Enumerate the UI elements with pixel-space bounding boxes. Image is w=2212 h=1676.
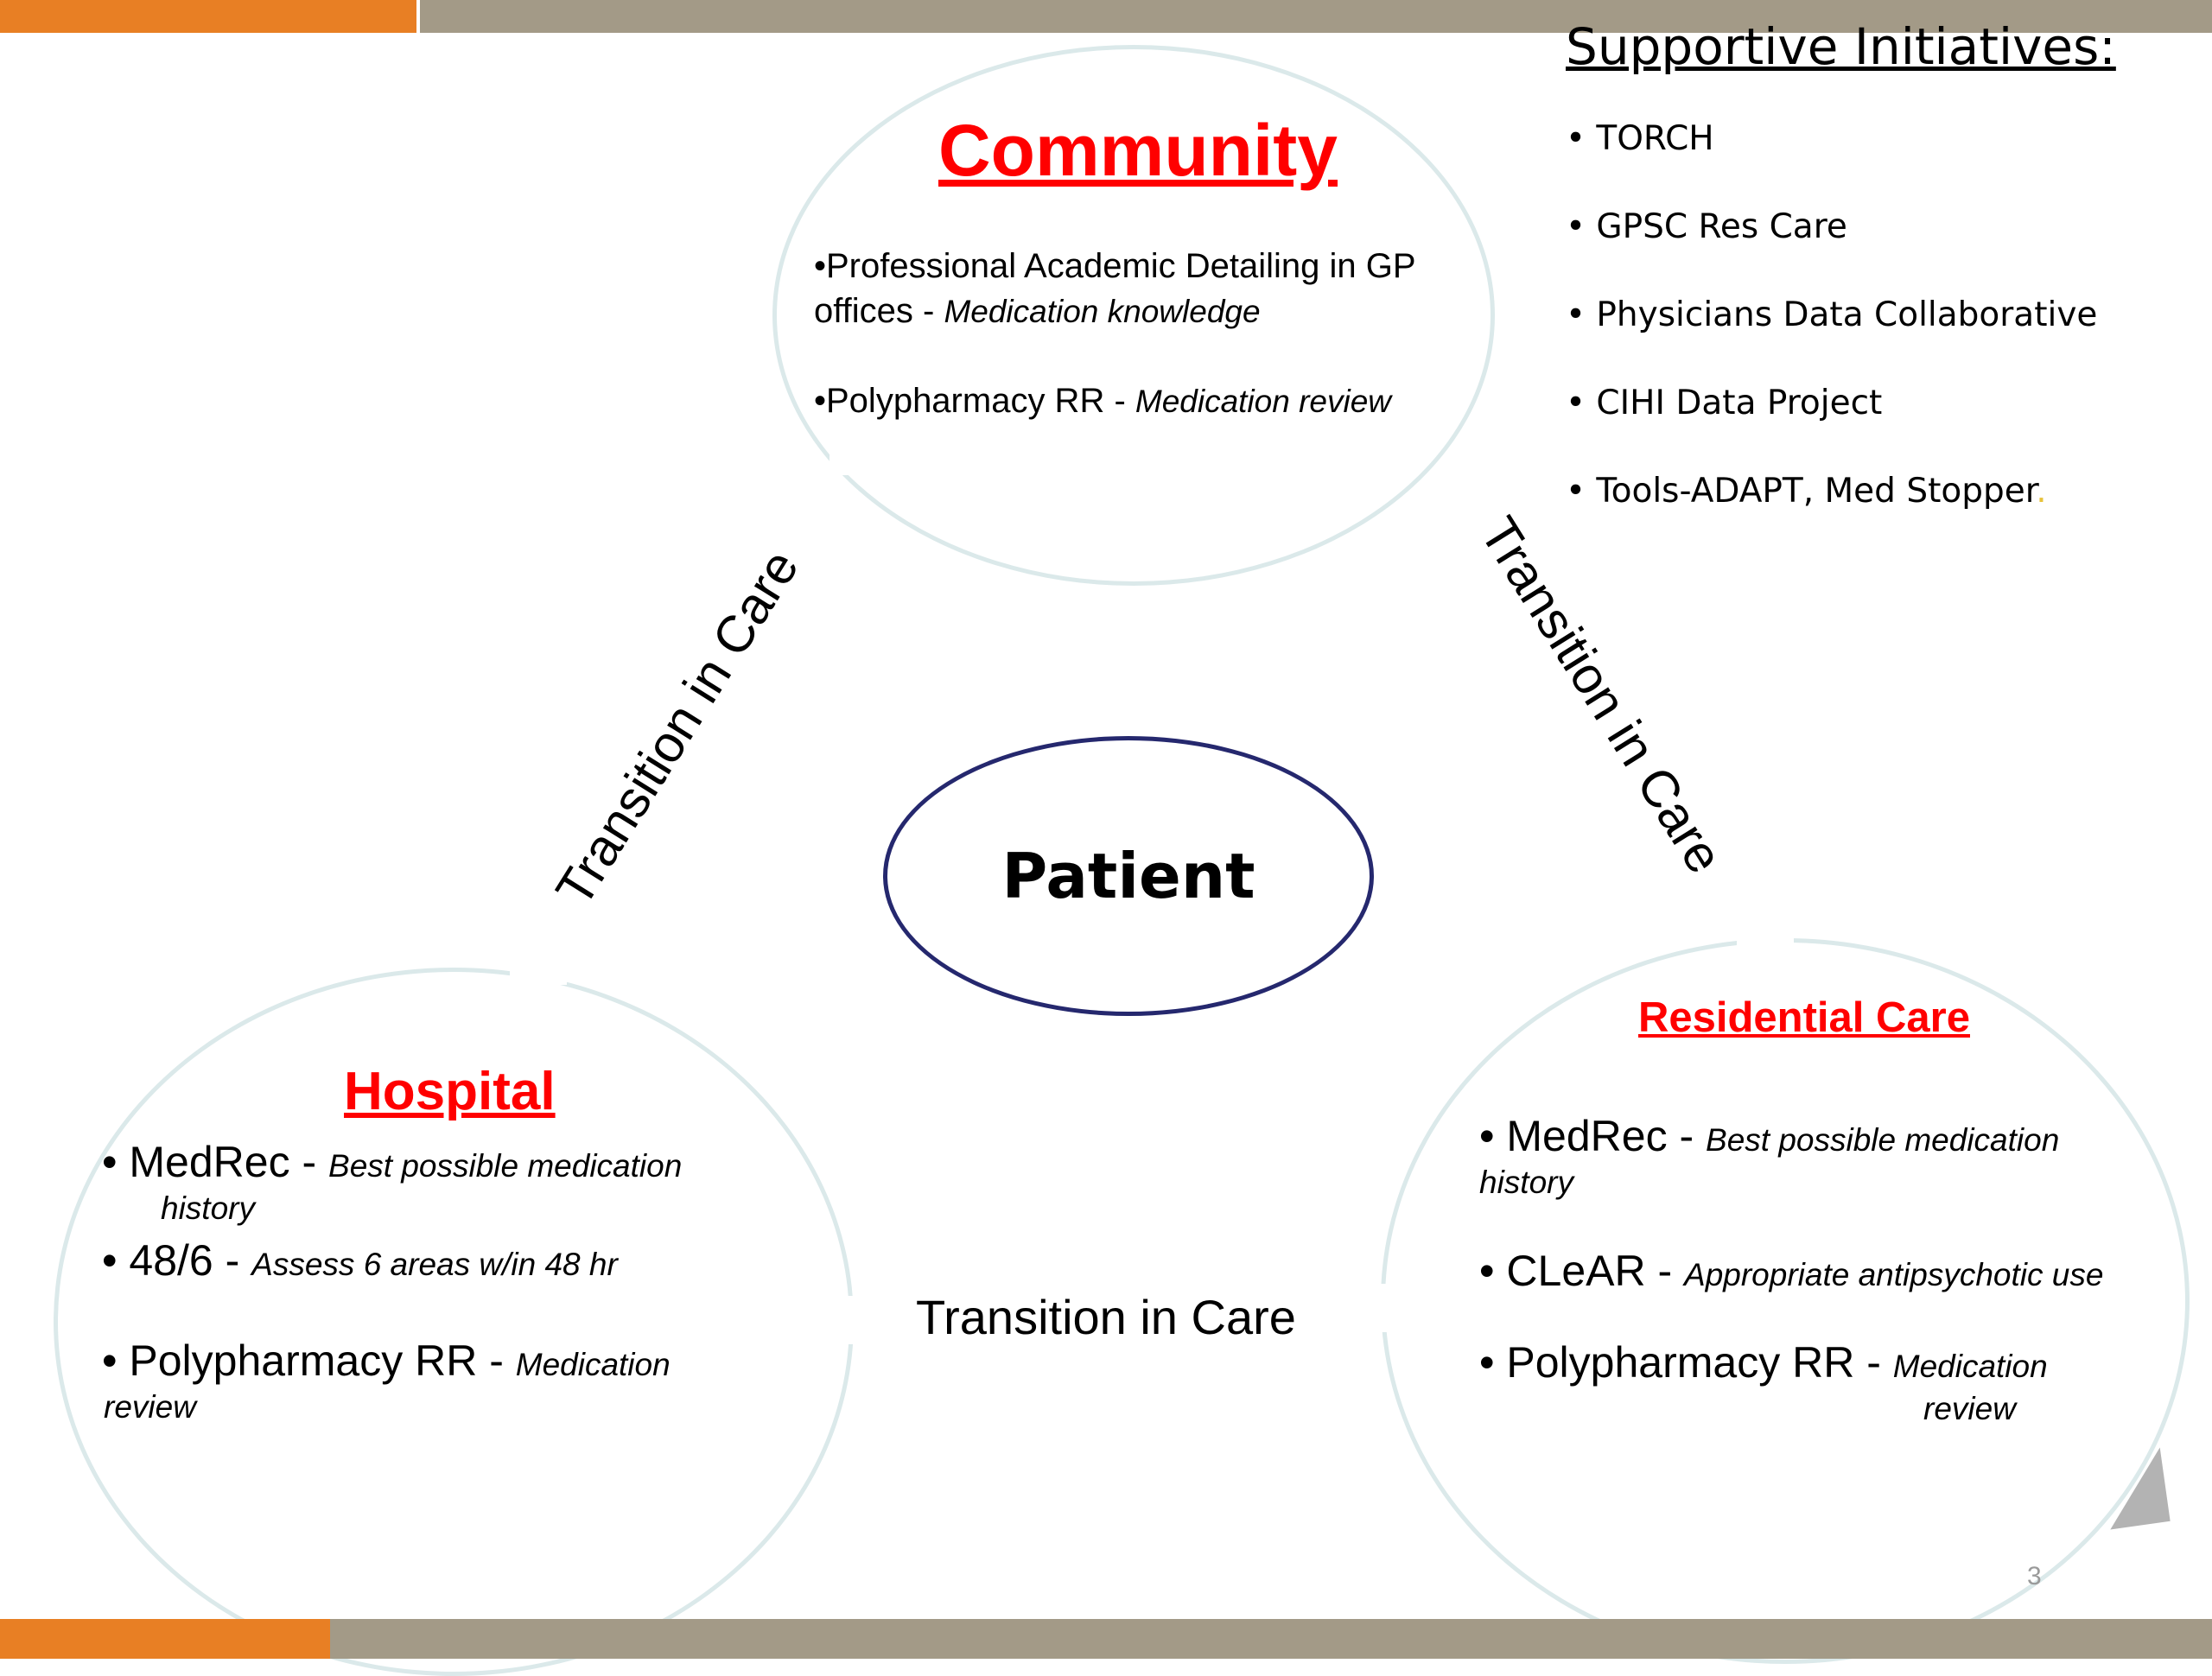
- circle-gap: [1370, 1284, 1396, 1332]
- community-item-polypharmacy: •Polypharmacy RR - Medication review: [814, 382, 1392, 420]
- residential-circle: [1381, 938, 2190, 1664]
- community-item-detailing-cont: offices - Medication knowledge: [814, 292, 1261, 330]
- supportive-item: • Tools-ADAPT, Med Stopper.: [1566, 472, 2047, 511]
- community-item-detailing: •Professional Academic Detailing in GP: [814, 247, 1416, 285]
- transition-label-left: Transition in Care: [544, 539, 810, 917]
- hospital-item-medrec: • MedRec - Best possible medication: [102, 1138, 683, 1186]
- patient-ellipse: [883, 736, 1374, 1016]
- circle-gap: [510, 950, 567, 985]
- supportive-item: • Physicians Data Collaborative: [1566, 295, 2098, 334]
- slide-number: 3: [2027, 1562, 2042, 1590]
- page-curl-shape: [2100, 1447, 2171, 1530]
- community-circle: [772, 45, 1495, 586]
- header-bar-orange: [0, 0, 416, 33]
- supportive-item: • CIHI Data Project: [1566, 384, 1883, 422]
- circle-gap: [838, 1296, 864, 1344]
- supportive-item: • GPSC Res Care: [1566, 207, 1847, 246]
- supportive-initiatives: Supportive Initiatives: • TORCH • GPSC R…: [1566, 17, 2116, 511]
- hospital-item-medrec-cont: history: [161, 1190, 255, 1226]
- residential-item-medrec: • MedRec - Best possible medication: [1479, 1112, 2060, 1160]
- residential-item-polypharmacy: • Polypharmacy RR - Medication: [1479, 1338, 2048, 1387]
- residential-item-medrec-cont: history: [1479, 1165, 1573, 1200]
- transition-label-right: Transition in Care: [1469, 506, 1734, 884]
- circle-gap: [1737, 921, 1794, 955]
- hospital-item-polypharmacy: • Polypharmacy RR - Medication: [102, 1336, 671, 1385]
- hospital-title: Hospital: [344, 1062, 556, 1121]
- trailing-dot: .: [2036, 472, 2047, 511]
- residential-title: Residential Care: [1638, 994, 1970, 1041]
- footer-bar-orange: [0, 1619, 330, 1659]
- supportive-heading: Supportive Initiatives:: [1566, 17, 2116, 76]
- header-bar-gray: [420, 0, 2212, 33]
- patient-label: Patient: [1001, 840, 1255, 912]
- transition-label-bottom: Transition in Care: [916, 1290, 1296, 1344]
- hospital-item-48-6: • 48/6 - Assess 6 areas w/in 48 hr: [102, 1236, 618, 1285]
- community-title: Community: [938, 110, 1338, 191]
- footer-bar-gray: [330, 1619, 2212, 1659]
- residential-item-polypharmacy-cont: review: [1923, 1391, 2016, 1426]
- hospital-item-polypharmacy-cont: review: [104, 1389, 196, 1425]
- circle-gap: [830, 449, 878, 475]
- residential-item-clear: • CLeAR - Appropriate antipsychotic use: [1479, 1247, 2104, 1295]
- supportive-item: • TORCH: [1566, 119, 1714, 158]
